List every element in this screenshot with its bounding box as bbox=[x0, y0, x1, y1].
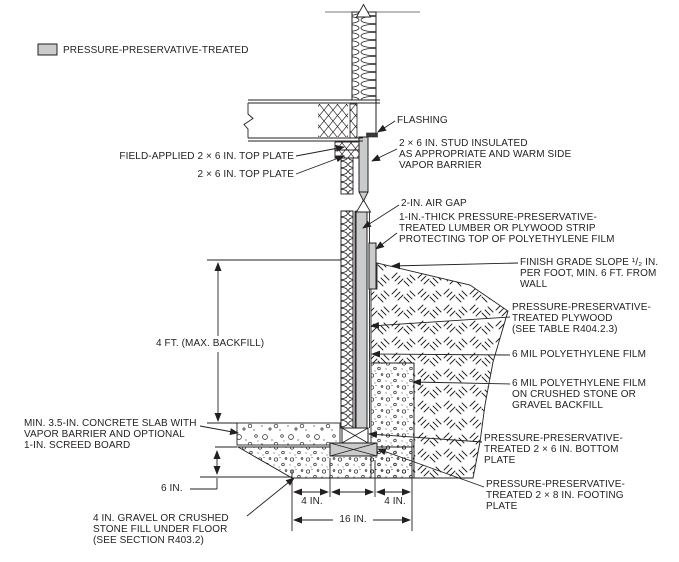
protective-strip bbox=[368, 242, 377, 290]
label-footing-plate: PRESSURE-PRESERVATIVE- TREATED 2 × 8 IN.… bbox=[486, 479, 625, 512]
label-poly-film: 6 MIL POLYETHYLENE FILM bbox=[512, 349, 647, 360]
label-top-plate: 2 × 6 IN. TOP PLATE bbox=[197, 169, 294, 180]
wall-break-symbol-top bbox=[355, 3, 372, 18]
label-protective-strip: 1-IN.-THICK PRESSURE-PRESERVATIVE- TREAT… bbox=[399, 212, 615, 245]
bottom-plate bbox=[341, 427, 369, 444]
wall-top-segment bbox=[334, 132, 378, 203]
label-concrete-slab: MIN. 3.5-IN. CONCRETE SLAB WITH VAPOR BA… bbox=[24, 418, 197, 451]
label-poly-film-backfill: 6 MIL POLYETHYLENE FILM ON CRUSHED STONE… bbox=[512, 378, 647, 411]
label-flashing: FLASHING bbox=[397, 115, 448, 126]
dim-4in-left: 4 IN. bbox=[301, 496, 323, 507]
dim-16in: 16 IN. bbox=[333, 514, 373, 525]
label-max-backfill: 4 FT. (MAX. BACKFILL) bbox=[156, 338, 265, 349]
floor-break-symbol bbox=[243, 103, 254, 138]
treated-plywood-sheathing bbox=[355, 210, 368, 429]
legend-label: PRESSURE-PRESERVATIVE-TREATED bbox=[63, 45, 249, 56]
top-plate-lower bbox=[334, 149, 363, 159]
footing-plate bbox=[329, 442, 378, 457]
flashing-piece bbox=[366, 132, 378, 138]
label-treated-plywood: PRESSURE-PRESERVATIVE- TREATED PLYWOOD (… bbox=[512, 302, 651, 335]
label-six-inch: 6 IN. bbox=[161, 483, 183, 494]
concrete-slab bbox=[236, 422, 341, 446]
floor-insulation bbox=[318, 104, 348, 137]
label-gravel-fill: 4 IN. GRAVEL OR CRUSHED STONE FILL UNDER… bbox=[93, 513, 229, 546]
label-field-applied-top-plate: FIELD-APPLIED 2 × 6 IN. TOP PLATE bbox=[119, 151, 294, 162]
wall-insulation bbox=[340, 210, 354, 429]
dim-4in-right: 4 IN. bbox=[384, 496, 406, 507]
legend-swatch bbox=[37, 43, 58, 56]
label-finish-grade: FINISH GRADE SLOPE ¹/₂ IN. PER FOOT, MIN… bbox=[520, 257, 659, 290]
top-plate-upper bbox=[334, 141, 363, 151]
label-bottom-plate: PRESSURE-PRESERVATIVE- TREATED 2 × 6 IN.… bbox=[484, 433, 623, 466]
leader-lines bbox=[199, 120, 519, 517]
wall-break-symbol bbox=[355, 199, 372, 213]
label-air-gap: 2-IN. AIR GAP bbox=[401, 198, 467, 209]
foundation-wall bbox=[340, 199, 377, 429]
label-stud: 2 × 6 IN. STUD INSULATED AS APPROPRIATE … bbox=[399, 138, 572, 171]
upper-stud-wall bbox=[325, 3, 420, 101]
